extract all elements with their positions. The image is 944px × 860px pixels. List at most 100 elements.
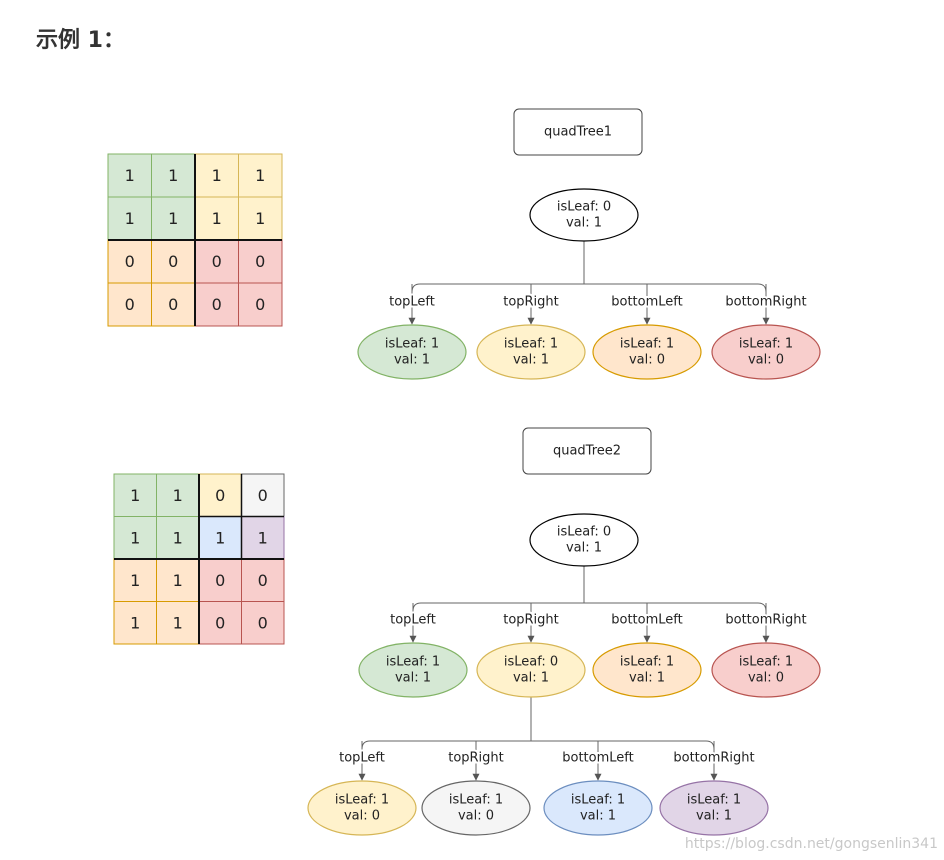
grid-cell-value: 1 bbox=[173, 613, 183, 632]
grid-cell bbox=[113, 601, 157, 645]
grid-cell bbox=[107, 282, 152, 327]
edge-label-bottom-right: bottomRight bbox=[725, 295, 806, 310]
tree-bus-edge bbox=[412, 602, 767, 641]
edge-label-top-left: topLeft bbox=[339, 751, 385, 766]
node-isleaf-text: isLeaf: 1 bbox=[739, 655, 793, 670]
grid-cell-value: 0 bbox=[168, 295, 178, 314]
grid-cell-value: 1 bbox=[130, 486, 140, 505]
edge-label-top-right: topRight bbox=[503, 613, 559, 628]
grid-cell bbox=[151, 282, 196, 327]
edge-label-bottom-left: bottomLeft bbox=[611, 295, 682, 310]
grid-cell-value: 1 bbox=[125, 209, 135, 228]
grid-cell bbox=[156, 473, 200, 517]
grid-cell-value: 1 bbox=[212, 209, 222, 228]
node-isleaf-text: isLeaf: 1 bbox=[739, 337, 793, 352]
grid-cell-value: 1 bbox=[255, 166, 265, 185]
grid-cell-value: 0 bbox=[125, 252, 135, 271]
node-isleaf-text: isLeaf: 1 bbox=[620, 337, 674, 352]
edge-label-bottom-left: bottomLeft bbox=[562, 751, 633, 766]
node-val-text: val: 1 bbox=[566, 216, 602, 231]
edge-label-bottom-right: bottomRight bbox=[725, 613, 806, 628]
grid-cell-value: 1 bbox=[212, 166, 222, 185]
child-node bbox=[476, 642, 586, 698]
grid-cell bbox=[107, 239, 152, 284]
grid-cell-value: 0 bbox=[212, 252, 222, 271]
node-val-text: val: 1 bbox=[513, 353, 549, 368]
grid-cell-value: 0 bbox=[255, 295, 265, 314]
grid-cell bbox=[198, 473, 242, 517]
child-node bbox=[476, 324, 586, 380]
grid-cell bbox=[194, 282, 239, 327]
grid-cell-value: 1 bbox=[168, 166, 178, 185]
node-val-text: val: 1 bbox=[566, 541, 602, 556]
child-node bbox=[358, 642, 468, 698]
node-val-text: val: 1 bbox=[513, 671, 549, 686]
root-node bbox=[529, 513, 639, 567]
child-node bbox=[357, 324, 467, 380]
grid-cell-value: 1 bbox=[258, 528, 268, 547]
grid-cell-value: 0 bbox=[258, 486, 268, 505]
node-val-text: val: 1 bbox=[394, 353, 430, 368]
node-val-text: val: 0 bbox=[458, 809, 494, 824]
tree-bus-edge bbox=[361, 740, 715, 779]
child-node bbox=[711, 324, 821, 380]
grid-cell bbox=[238, 196, 283, 241]
grandchild-node bbox=[659, 780, 769, 836]
tree-label-box bbox=[522, 427, 652, 475]
grid-cell-value: 1 bbox=[173, 571, 183, 590]
grid-cell-value: 1 bbox=[130, 613, 140, 632]
grid-cell bbox=[107, 153, 152, 198]
grid-cell-value: 1 bbox=[130, 571, 140, 590]
node-val-text: val: 1 bbox=[580, 809, 616, 824]
node-isleaf-text: isLeaf: 1 bbox=[449, 793, 503, 808]
node-isleaf-text: isLeaf: 1 bbox=[687, 793, 741, 808]
edge-label-top-right: topRight bbox=[503, 295, 559, 310]
grid-cell-value: 0 bbox=[215, 571, 225, 590]
grid-cell-value: 1 bbox=[130, 528, 140, 547]
grid-cell bbox=[156, 601, 200, 645]
edge-label-top-left: topLeft bbox=[389, 295, 435, 310]
node-val-text: val: 0 bbox=[344, 809, 380, 824]
example-title: 示例 1： bbox=[36, 28, 125, 53]
grandchild-node bbox=[307, 780, 417, 836]
grid-cell-value: 1 bbox=[173, 528, 183, 547]
grid-cell-value: 0 bbox=[212, 295, 222, 314]
edge-label-bottom-right: bottomRight bbox=[673, 751, 754, 766]
grandchild-node bbox=[543, 780, 653, 836]
grid-cell-value: 0 bbox=[215, 486, 225, 505]
grid-cell-value: 0 bbox=[168, 252, 178, 271]
watermark: https://blog.csdn.net/gongsenlin341 bbox=[684, 836, 938, 852]
tree-label-text: quadTree2 bbox=[553, 444, 621, 459]
node-isleaf-text: isLeaf: 0 bbox=[557, 525, 611, 540]
node-isleaf-text: isLeaf: 0 bbox=[557, 200, 611, 215]
node-isleaf-text: isLeaf: 1 bbox=[386, 655, 440, 670]
node-isleaf-text: isLeaf: 1 bbox=[620, 655, 674, 670]
grid-cell bbox=[113, 558, 157, 602]
grid-cell-value: 0 bbox=[215, 613, 225, 632]
grid-cell-value: 1 bbox=[255, 209, 265, 228]
grid-cell-value: 1 bbox=[173, 486, 183, 505]
node-val-text: val: 1 bbox=[629, 671, 665, 686]
grid-cell-value: 1 bbox=[168, 209, 178, 228]
tree-label-box bbox=[513, 108, 643, 156]
node-isleaf-text: isLeaf: 0 bbox=[504, 655, 558, 670]
grid-cell bbox=[241, 558, 285, 602]
grid-cell-value: 1 bbox=[215, 528, 225, 547]
grid-cell bbox=[156, 558, 200, 602]
node-val-text: val: 0 bbox=[748, 671, 784, 686]
grid-cell bbox=[156, 516, 200, 560]
grid-cell bbox=[198, 558, 242, 602]
child-node bbox=[711, 642, 821, 698]
node-isleaf-text: isLeaf: 1 bbox=[504, 337, 558, 352]
child-node bbox=[592, 324, 702, 380]
grid-cell bbox=[113, 473, 157, 517]
child-node bbox=[592, 642, 702, 698]
node-val-text: val: 1 bbox=[696, 809, 732, 824]
tree-bus-edge bbox=[411, 283, 767, 323]
node-isleaf-text: isLeaf: 1 bbox=[385, 337, 439, 352]
node-val-text: val: 0 bbox=[748, 353, 784, 368]
grid-cell-value: 0 bbox=[258, 613, 268, 632]
node-val-text: val: 0 bbox=[629, 353, 665, 368]
node-val-text: val: 1 bbox=[395, 671, 431, 686]
